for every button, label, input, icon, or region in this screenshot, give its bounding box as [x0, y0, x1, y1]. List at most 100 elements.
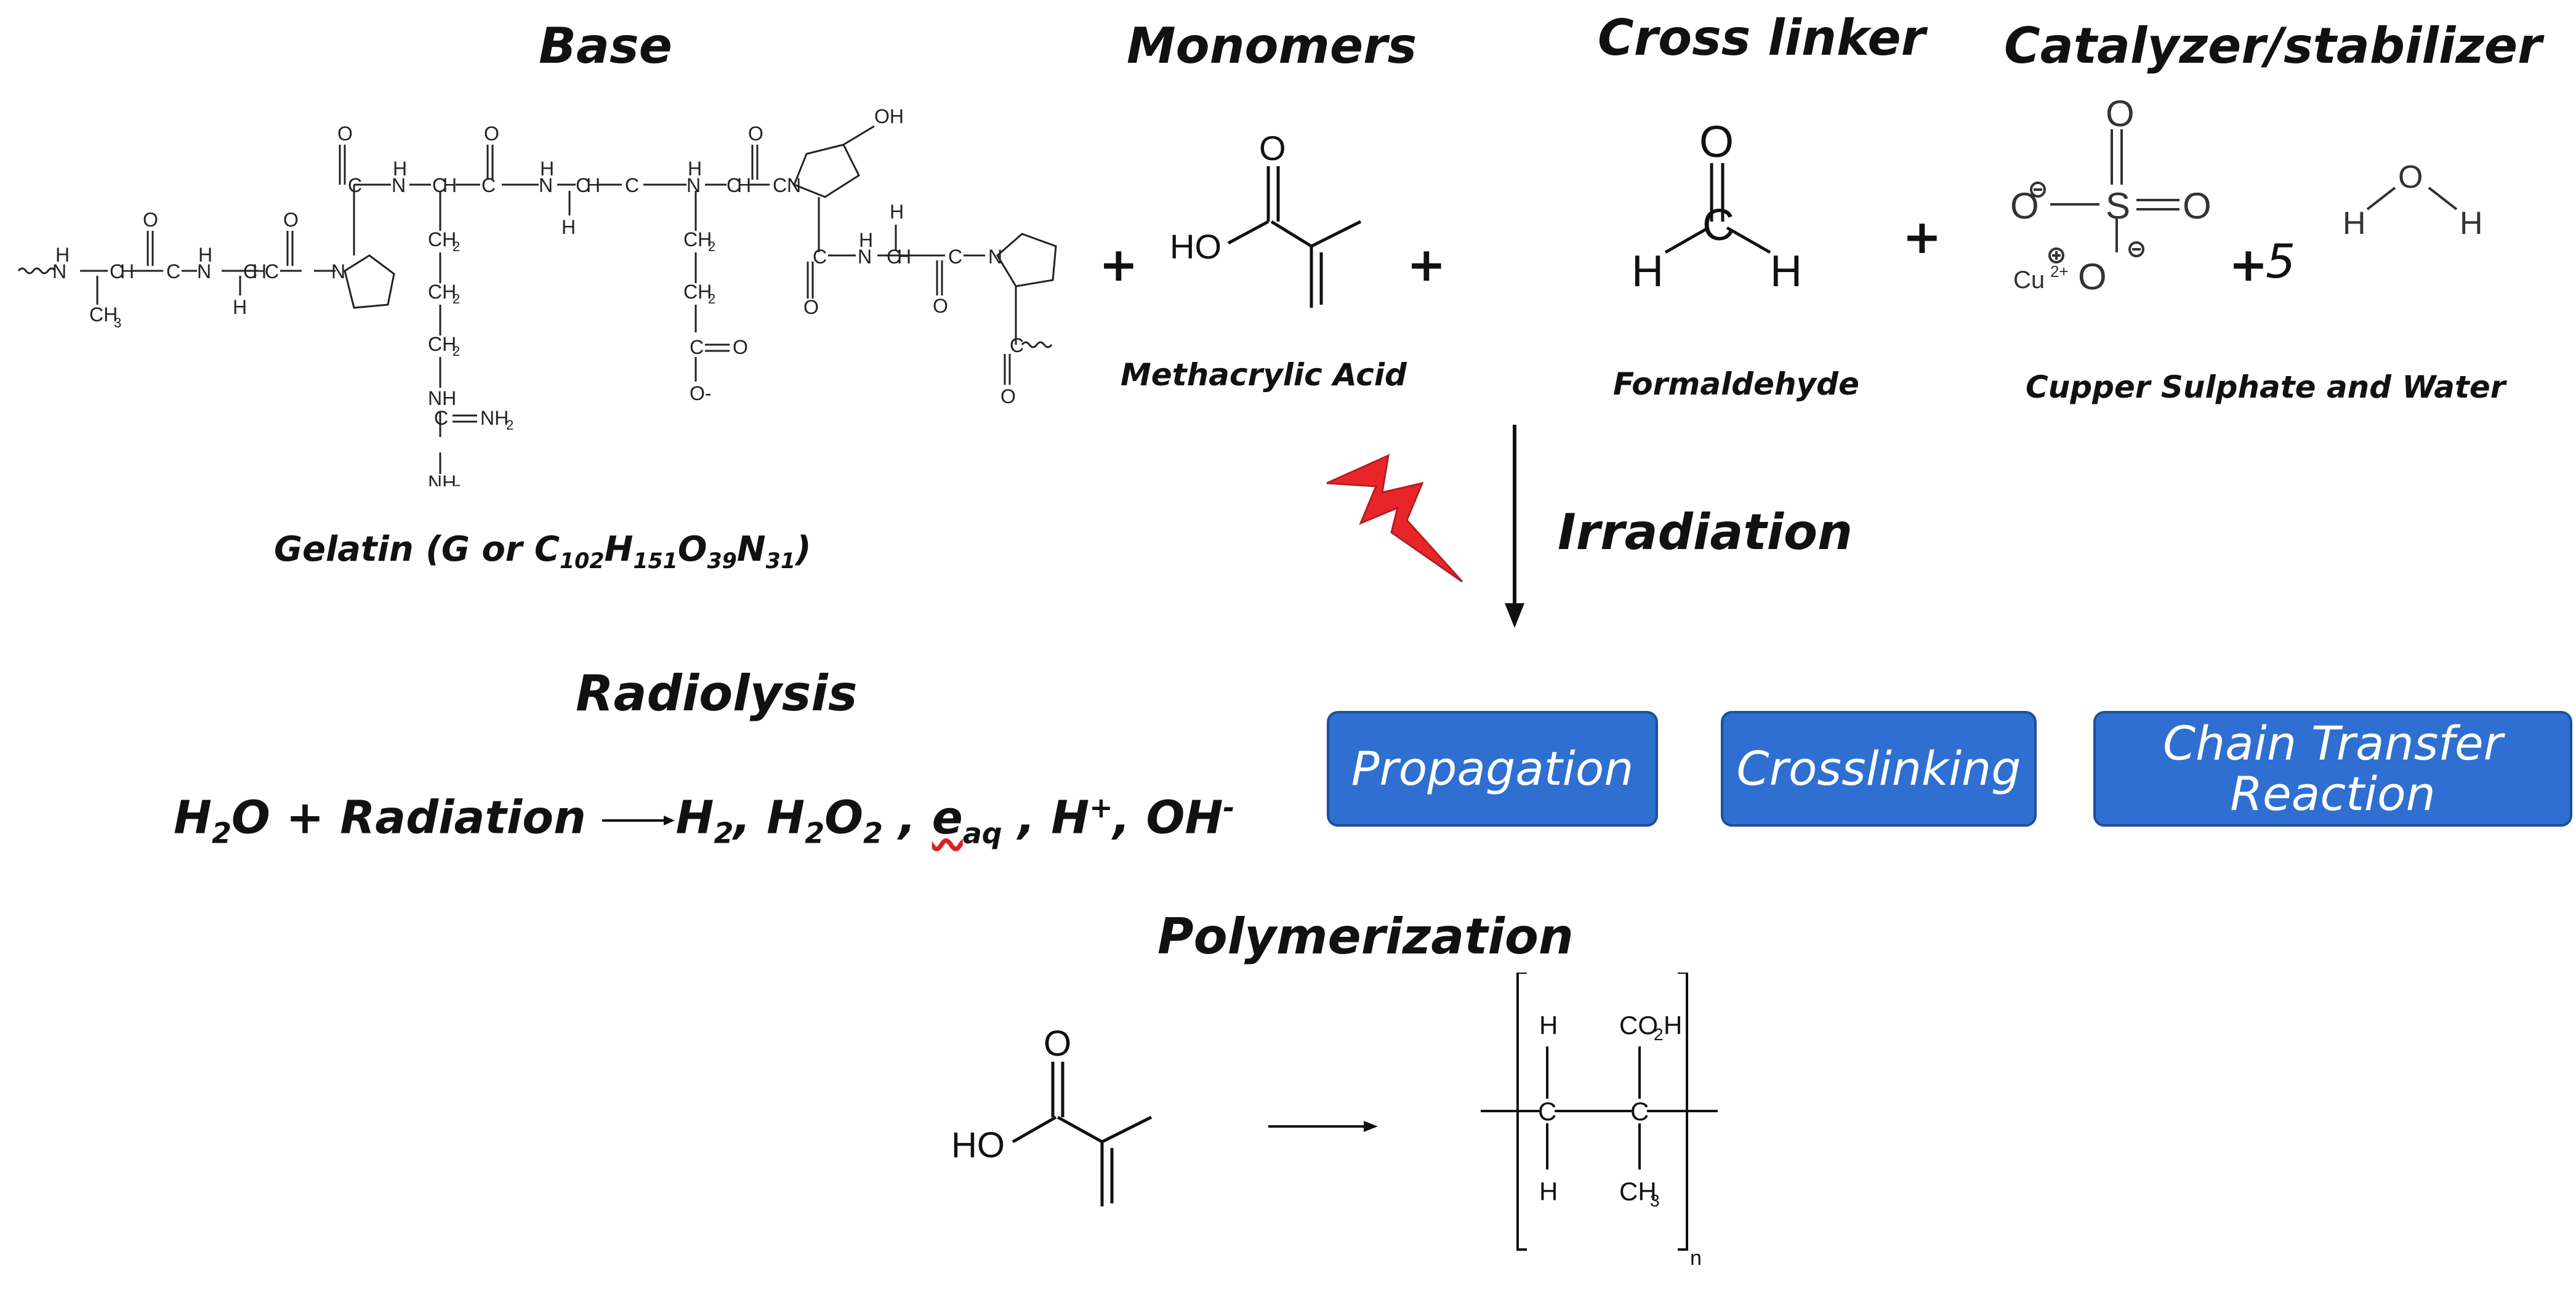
svg-text:n: n [1690, 1246, 1702, 1270]
svg-text:C: C [625, 174, 639, 196]
svg-text:C: C [727, 174, 741, 196]
svg-text:H: H [393, 158, 407, 180]
svg-text:N: N [197, 260, 211, 283]
svg-text:CH: CH [89, 303, 118, 326]
svg-text:N: N [686, 174, 701, 196]
right-arrow-icon [602, 792, 676, 845]
svg-text:H: H [737, 174, 751, 196]
plus-sign-2: + [1407, 237, 1446, 292]
header-monomers: Monomers [1127, 17, 1417, 74]
svg-text:3: 3 [1650, 1191, 1660, 1210]
svg-text:2: 2 [708, 239, 715, 254]
irradiation-label: Irradiation [1558, 504, 1853, 561]
svg-text:C: C [690, 336, 704, 358]
svg-text:H: H [198, 244, 212, 266]
svg-text:H: H [586, 174, 600, 196]
lightning-bolt-icon [1326, 454, 1463, 583]
svg-text:H: H [561, 216, 576, 238]
svg-text:N: N [539, 174, 553, 196]
gelatin-structure: H N CH CH3 C O NH CH H C O N O C NH CH C… [17, 105, 1057, 486]
svg-text:C: C [1702, 201, 1734, 250]
svg-text:CO: CO [1619, 1011, 1658, 1040]
svg-text:H: H [540, 158, 554, 180]
svg-text:2+: 2+ [2050, 262, 2069, 281]
header-catalyzer: Catalyzer/stabilizer [2004, 17, 2542, 74]
svg-text:2: 2 [708, 291, 715, 307]
methacrylic-acid-structure: O HO [1170, 129, 1362, 308]
svg-text:2: 2 [453, 239, 460, 254]
svg-text:C: C [265, 260, 279, 283]
svg-text:O: O [283, 209, 299, 231]
svg-text:H: H [2343, 206, 2366, 241]
svg-text:C: C [432, 174, 446, 196]
svg-text:H: H [55, 244, 70, 266]
svg-text:HO: HO [1170, 227, 1222, 266]
svg-text:O: O [1259, 129, 1286, 167]
svg-text:H: H [859, 229, 873, 251]
svg-text:CH: CH [1619, 1177, 1657, 1206]
svg-text:O: O [2010, 185, 2039, 227]
svg-text:C: C [1010, 334, 1024, 356]
svg-text:N: N [331, 260, 345, 283]
svg-text:C: C [576, 174, 590, 196]
svg-text:O: O [2106, 98, 2135, 134]
svg-text:O: O [143, 209, 158, 231]
header-polymerization: Polymerization [1157, 908, 1574, 965]
svg-text:O: O [484, 122, 499, 145]
plus-sign-4: + [2229, 237, 2268, 292]
svg-text:H: H [2460, 206, 2483, 241]
svg-text:NH: NH [480, 407, 509, 429]
copper-sulphate-structure: O O S O Cu 2+ O [2010, 98, 2212, 297]
formaldehyde-caption: Formaldehyde [1613, 366, 1859, 402]
svg-text:O: O [2078, 256, 2107, 297]
svg-text:NH: NH [428, 471, 456, 486]
svg-text:C: C [481, 174, 496, 196]
svg-text:C: C [166, 260, 180, 283]
svg-text:CH: CH [428, 228, 456, 251]
svg-text:N: N [52, 260, 66, 283]
svg-text:C: C [887, 246, 901, 268]
svg-text:OH: OH [874, 105, 904, 127]
copper-water-caption: Cupper Sulphate and Water [2026, 369, 2506, 405]
svg-text:C: C [434, 407, 448, 429]
svg-text:O: O [803, 296, 819, 318]
svg-text:O: O [2183, 185, 2212, 227]
gelatin-atom-labels: H N CH CH3 C O NH CH H C O N O C NH CH C… [52, 105, 1024, 486]
svg-text:O-: O- [690, 382, 712, 404]
header-cross-linker: Cross linker [1598, 9, 1926, 66]
svg-text:N: N [858, 246, 872, 268]
svg-text:O: O [2398, 159, 2423, 195]
svg-text:H: H [1632, 247, 1664, 296]
svg-text:H: H [890, 201, 904, 223]
gelatin-caption: Gelatin (G or C102H151O39N31) [274, 529, 811, 574]
water-structure: O H H [2343, 159, 2483, 241]
methacrylic-monomer-structure: O HO [951, 1024, 1153, 1206]
svg-text:O: O [1044, 1024, 1071, 1064]
svg-text:C: C [243, 260, 257, 283]
methacrylic-acid-caption: Methacrylic Acid [1121, 357, 1407, 393]
propagation-box: Propagation [1327, 711, 1658, 827]
svg-text:CH: CH [683, 281, 712, 303]
svg-text:3: 3 [114, 315, 121, 331]
svg-text:O: O [933, 295, 948, 317]
svg-text:NH: NH [428, 387, 456, 409]
svg-text:O: O [1000, 385, 1016, 407]
svg-text:O: O [748, 122, 763, 145]
svg-text:H: H [688, 158, 702, 180]
svg-text:C: C [773, 174, 787, 196]
svg-text:N: N [787, 174, 801, 196]
coefficient-five: 5 [2266, 234, 2296, 289]
polymerization-arrow-icon [1268, 1121, 1378, 1132]
svg-text:CH: CH [428, 333, 456, 355]
svg-text:H: H [443, 174, 457, 196]
svg-text:O: O [733, 336, 748, 358]
svg-text:O: O [1699, 118, 1734, 167]
svg-text:C: C [110, 260, 124, 283]
svg-text:H: H [1770, 247, 1802, 296]
chain-transfer-box: Chain Transfer Reaction [2093, 711, 2572, 827]
plus-sign-1: + [1099, 237, 1138, 292]
svg-text:C: C [1538, 1097, 1556, 1126]
svg-text:HO: HO [951, 1125, 1005, 1165]
